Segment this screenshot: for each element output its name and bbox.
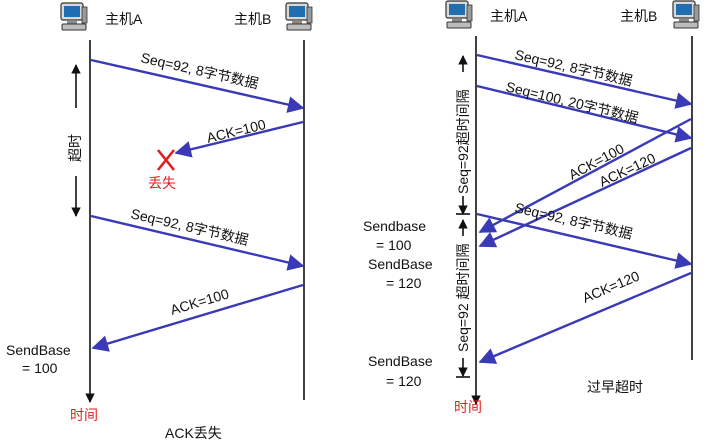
right-interval1-label: Seq=92超时间隔 — [455, 89, 471, 194]
right-seq100-segment — [476, 84, 693, 143]
left-seq92-retransmit-segment — [90, 214, 305, 271]
right-caption: 过早超时 — [587, 379, 643, 395]
right-sendbase1-value: = 100 — [376, 237, 412, 253]
right-seq92-segment — [476, 53, 693, 109]
right-sendbase2-label: SendBase — [368, 256, 433, 272]
host-b-computer-icon — [285, 2, 313, 31]
left-ack100-lost-segment — [174, 120, 304, 158]
left-ack2-label: ACK=100 — [168, 285, 231, 318]
left-caption: ACK丢失 — [165, 425, 222, 440]
right-host-a-label: 主机A — [490, 8, 528, 24]
right-ack3-label: ACK=120 — [580, 268, 642, 306]
right-ack100-segment — [478, 117, 692, 234]
lost-x-icon — [156, 149, 176, 171]
left-sendbase-value: = 100 — [22, 360, 58, 376]
left-host-b-label: 主机B — [234, 11, 271, 27]
left-seq92-segment — [90, 58, 305, 113]
left-sendbase-label: SendBase — [6, 342, 71, 358]
right-interval2-label: Seq=92 超时间隔 — [455, 243, 471, 352]
host-b-computer-icon — [672, 0, 700, 29]
right-sendbase3-value: = 120 — [386, 373, 422, 389]
host-a-computer-icon — [60, 2, 88, 31]
left-lost-label: 丢失 — [148, 175, 176, 191]
right-sendbase3-label: SendBase — [368, 353, 433, 369]
right-host-b-label: 主机B — [620, 8, 657, 24]
right-ack120-segment — [478, 146, 692, 248]
left-timeout-label: 超时 — [67, 134, 83, 162]
left-msg2-label: Seq=92, 8字节数据 — [129, 205, 250, 248]
host-a-computer-icon — [445, 0, 473, 29]
right-seq92-retransmit-segment — [476, 212, 693, 269]
left-ack100-segment — [91, 283, 304, 352]
left-host-a-label: 主机A — [105, 11, 143, 27]
left-time-label: 时间 — [70, 407, 98, 423]
right-ack120-second-segment — [478, 271, 692, 364]
right-time-label: 时间 — [454, 399, 482, 415]
right-sendbase2-value: = 120 — [386, 275, 422, 291]
left-panel: 主机A 主机B 超时 Seq=92, 8字节数据 ACK=100 丢失 Seq=… — [6, 2, 313, 440]
right-panel: 主机A 主机B Seq=92超时间隔 Seq=92 超时间隔 Seq=92, 8… — [363, 0, 700, 415]
right-sendbase1-label: Sendbase — [363, 218, 426, 234]
left-ack1-label: ACK=100 — [205, 116, 268, 146]
